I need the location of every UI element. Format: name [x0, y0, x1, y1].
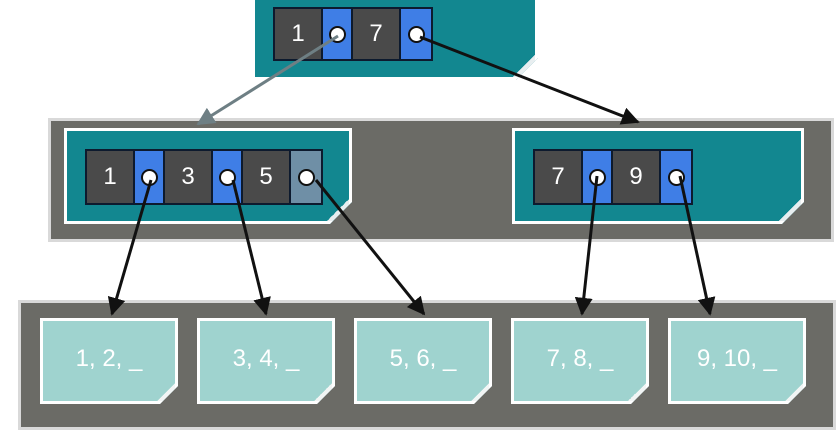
internal-right-pointer-2 — [661, 151, 691, 203]
arrow-left-p2-to-leaf-2 — [231, 179, 271, 316]
root-node-cells: 1 7 — [273, 7, 433, 61]
leaf-node-5: 9, 10, _ — [668, 318, 806, 404]
arrow-root-to-left — [196, 34, 339, 126]
internal-right-key-1: 7 — [535, 151, 583, 203]
internal-left-key-3: 5 — [243, 151, 291, 203]
leaf-node-1-label: 1, 2, _ — [75, 345, 143, 372]
internal-left-cells: 1 3 5 — [85, 149, 323, 205]
internal-right-key-2: 9 — [613, 151, 661, 203]
pointer-dot-icon — [219, 169, 236, 186]
arrow-right-p1-to-leaf-4 — [574, 175, 599, 316]
leaf-node-1: 1, 2, _ — [40, 318, 178, 404]
leaf-node-2: 3, 4, _ — [197, 318, 335, 404]
leaf-node-5-label: 9, 10, _ — [696, 345, 778, 372]
internal-node-right: 7 9 — [512, 128, 804, 224]
root-key-1: 1 — [275, 9, 323, 59]
arrow-left-p1-to-leaf-1 — [107, 179, 153, 316]
arrow-left-p3-to-leaf-3 — [314, 179, 426, 316]
root-pointer-1 — [323, 9, 353, 59]
root-node: 1 7 — [252, 0, 538, 80]
internal-left-key-1: 1 — [87, 151, 135, 203]
leaf-node-3-label: 5, 6, _ — [389, 345, 457, 372]
leaf-node-3: 5, 6, _ — [354, 318, 492, 404]
root-key-2: 7 — [353, 9, 401, 59]
leaf-node-4: 7, 8, _ — [511, 318, 649, 404]
leaf-node-4-label: 7, 8, _ — [546, 345, 614, 372]
arrow-root-to-right — [419, 35, 640, 125]
internal-node-left: 1 3 5 — [64, 128, 352, 224]
arrow-right-p2-to-leaf-5 — [678, 175, 716, 316]
internal-left-pointer-3 — [291, 151, 321, 203]
leaf-node-2-label: 3, 4, _ — [232, 345, 300, 372]
pointer-dot-icon — [298, 169, 315, 186]
internal-left-key-2: 3 — [165, 151, 213, 203]
